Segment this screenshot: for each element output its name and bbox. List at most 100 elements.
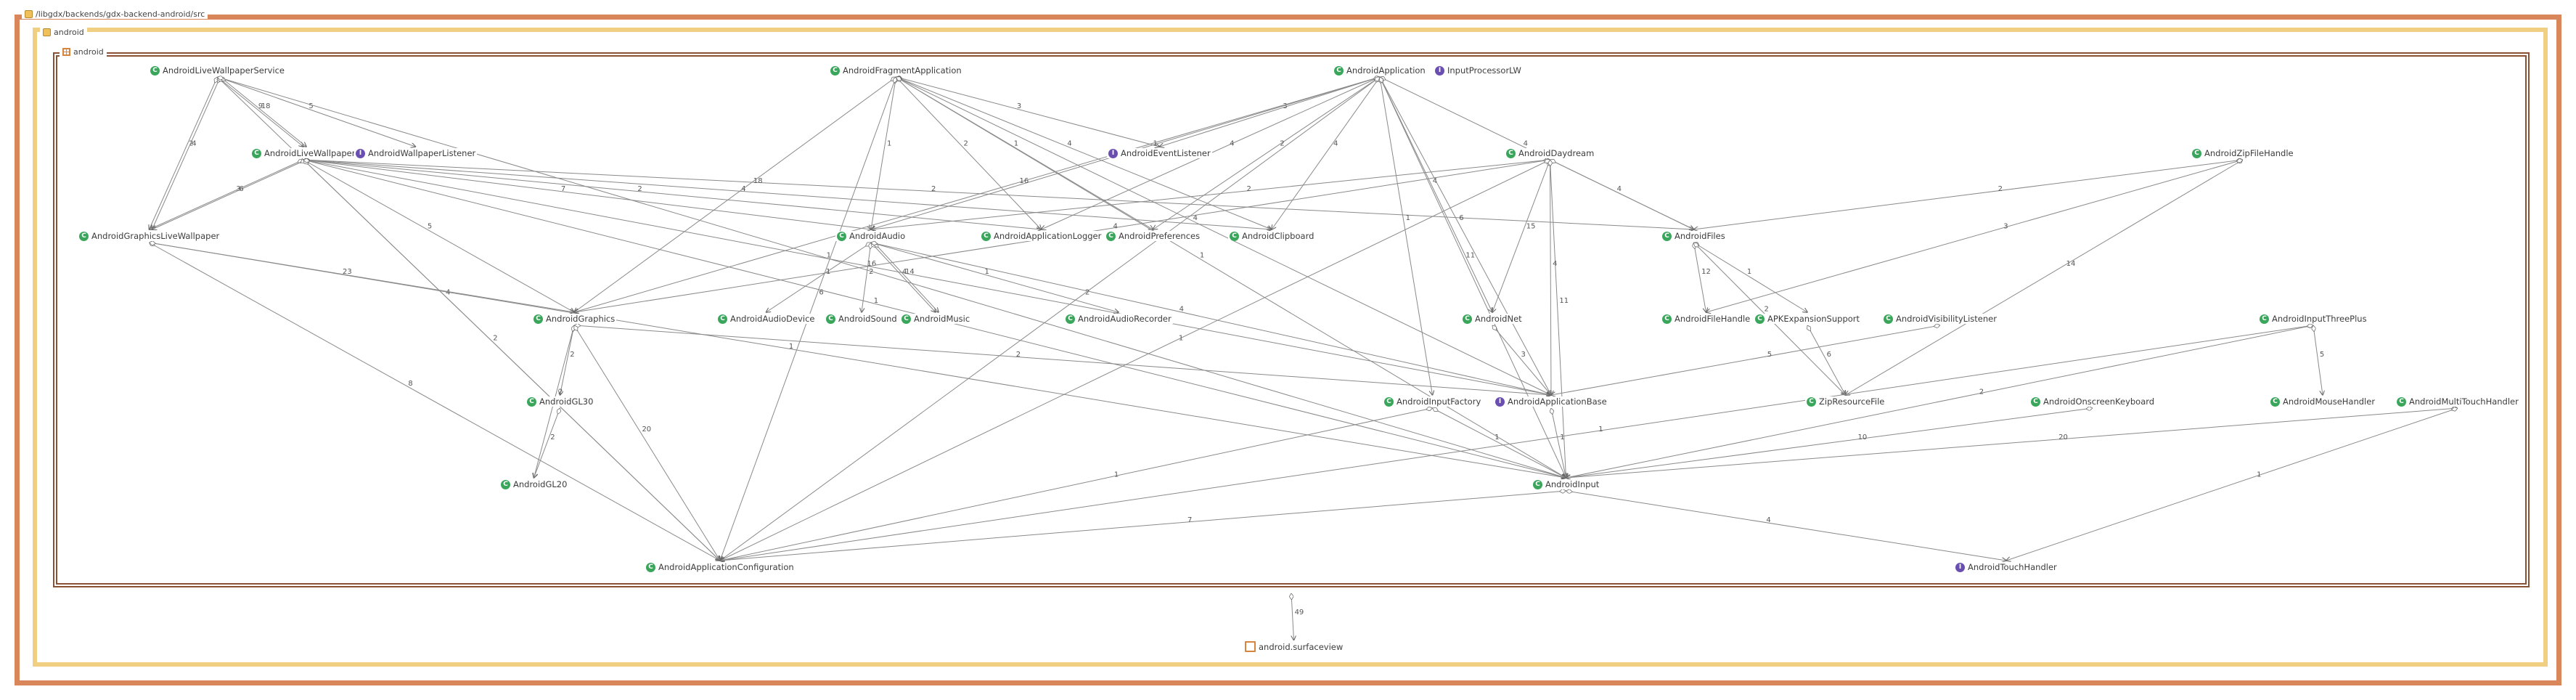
edge-inputfactory-appconfig [720,408,1433,561]
node-label: AndroidAudio [849,231,906,241]
class-icon: C [1533,479,1542,489]
edge-label: 20 [642,426,651,434]
edge-graphics-appbase [574,325,1551,395]
interface-icon: I [1955,562,1965,572]
class-icon: C [2260,314,2269,324]
edge-label: 5 [2320,351,2324,359]
edge-label: 4 [1617,185,1622,193]
class-icon: C [527,396,536,407]
edge-daydream-input [1550,160,1566,478]
edge-label: 11 [1559,297,1569,305]
root-frame [15,15,2561,685]
package-frame-title[interactable]: android [40,28,87,37]
edge-label: 1 [1200,251,1204,259]
edge-fragapp-evlistener [896,77,1160,147]
edge-lw-appbase [303,160,1551,395]
class-icon: C [2270,396,2280,407]
edge-label: 2 [558,388,563,396]
edge-label: 6 [239,185,243,193]
class-icon: C [901,314,911,324]
class-icon: C [1807,396,1816,407]
node-label: AndroidApplicationBase [1508,396,1607,407]
edge-label: 4 [1179,306,1184,314]
edge-daydream-net [1492,160,1550,312]
class-icon: C [150,65,160,76]
edge-label: 5 [428,223,432,231]
edge-lw-applogger [303,160,1042,229]
subpackage-frame-title[interactable]: android [60,47,107,57]
edge-label: 20 [2058,434,2068,441]
node-label: InputProcessorLW [1447,65,1521,76]
edge-lw-gfxlw [152,160,307,229]
edge-label: 4 [1113,223,1117,231]
node-label: AndroidMultiTouchHandler [2409,396,2519,407]
edge-inputfactory-input [1433,408,1566,478]
edge-label: 3 [2003,223,2008,231]
node-surfaceview[interactable]: android.surfaceview [1243,641,1345,652]
node-label: AndroidMouseHandler [2283,396,2376,407]
node-label: AndroidMusic [914,314,970,324]
edge-graphics-appconfig [574,325,720,561]
class-icon: C [1662,314,1672,324]
node-label: AndroidAudioDevice [730,314,815,324]
edge-label: 2 [869,268,873,276]
edge-lw-gfxlw [150,160,304,229]
edge-subpackage-surfaceview [1291,593,1294,640]
class-icon: C [501,479,510,489]
interface-icon: I [1435,65,1444,76]
edge-label: 1 [1179,334,1183,342]
edge-daydream-appbase [1550,160,1552,395]
edge-label: 2 [570,351,574,359]
node-label: AndroidClipboard [1242,231,1314,241]
edge-app-appconfig [720,76,1380,561]
root-path-label: /libgdx/backends/gdx-backend-android/src [36,9,205,19]
edge-label: 1 [1598,426,1603,434]
edge-label: 1 [1114,471,1119,479]
root-frame-title[interactable]: /libgdx/backends/gdx-backend-android/src [22,9,208,19]
node-label: AndroidInput [1545,479,1600,489]
edge-label: 3 [1521,351,1525,359]
node-label: AndroidGraphicsLiveWallpaper [91,231,220,241]
edge-input-touch [1566,491,2007,561]
edge-app-net [1380,77,1492,312]
node-label: AndroidInputThreePlus [2272,314,2367,324]
node-label: AndroidNet [1475,314,1522,324]
interface-icon: I [356,148,365,158]
